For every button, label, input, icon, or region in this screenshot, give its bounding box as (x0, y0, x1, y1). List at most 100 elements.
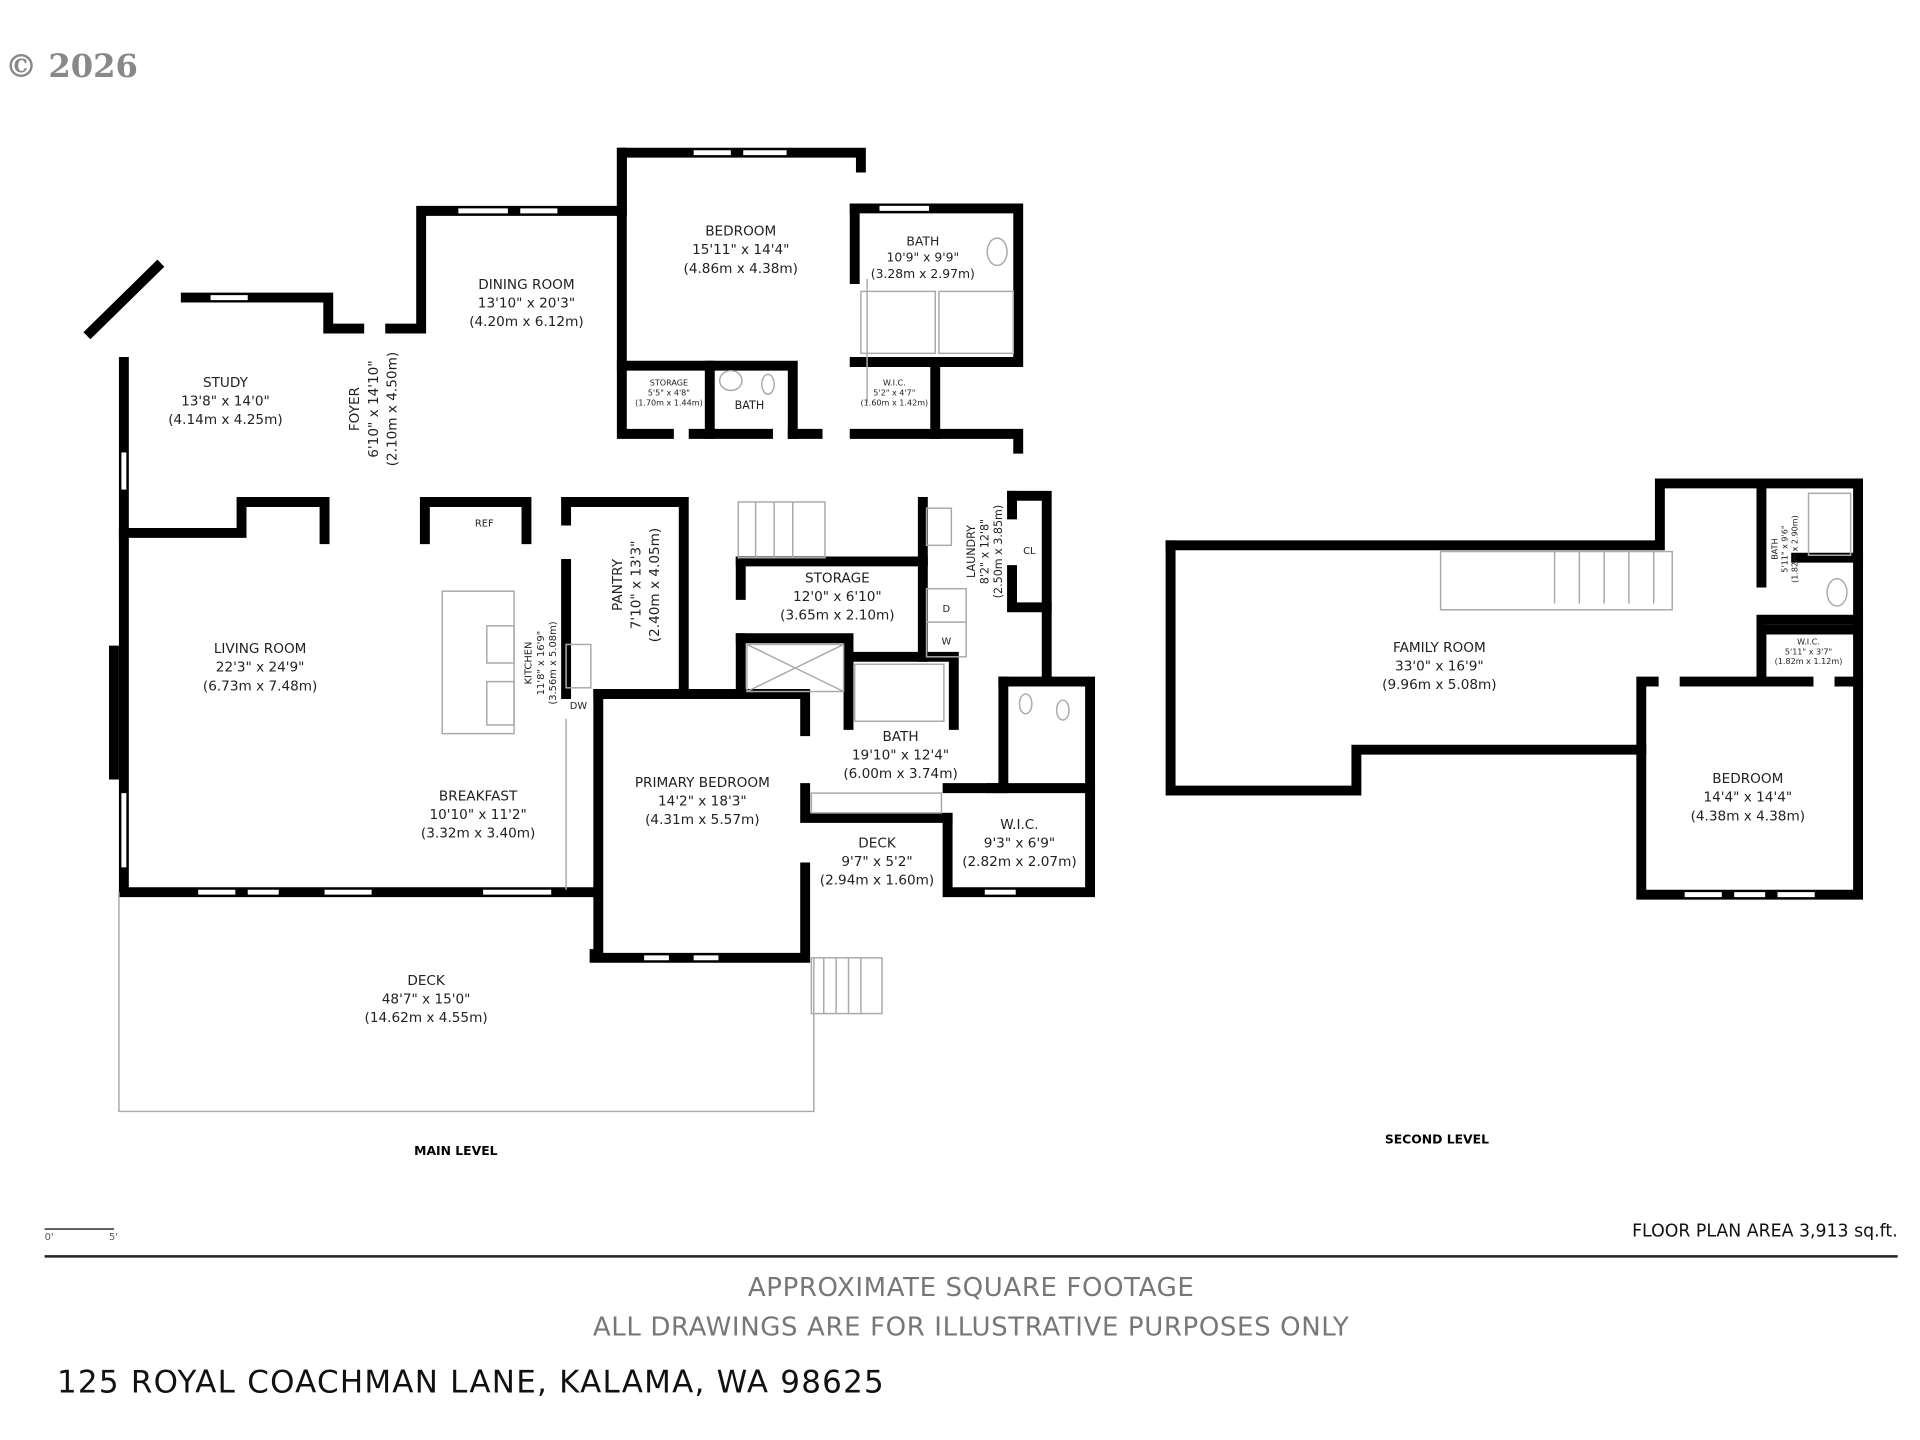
svg-text:5'5" x 4'8": 5'5" x 4'8" (648, 388, 690, 397)
svg-text:(4.20m x 6.12m): (4.20m x 6.12m) (469, 314, 583, 330)
svg-text:LAUNDRY: LAUNDRY (965, 525, 978, 578)
room-deck: DECK 48'7" x 15'0" (14.62m x 4.55m) (365, 973, 488, 1026)
svg-text:W.I.C.: W.I.C. (1797, 637, 1820, 646)
svg-text:BEDROOM: BEDROOM (705, 224, 776, 240)
room-wic-upper: W.I.C.5'2" x 4'7"(1.60m x 1.42m) (861, 379, 929, 408)
svg-text:DINING ROOM: DINING ROOM (478, 277, 574, 293)
svg-text:(2.94m x 1.60m): (2.94m x 1.60m) (820, 873, 934, 889)
svg-text:(6.00m x 3.74m): (6.00m x 3.74m) (843, 766, 957, 782)
svg-text:W.I.C.: W.I.C. (883, 379, 906, 388)
svg-text:FOYER: FOYER (347, 386, 363, 431)
room-bedroom-second: BEDROOM 14'4" x 14'4" (4.38m x 4.38m) (1691, 771, 1805, 824)
svg-text:(4.31m x 5.57m): (4.31m x 5.57m) (645, 812, 759, 828)
room-living: LIVING ROOM 22'3" x 24'9" (6.73m x 7.48m) (203, 641, 317, 694)
svg-text:(4.86m x 4.38m): (4.86m x 4.38m) (684, 261, 798, 277)
svg-text:48'7" x 15'0": 48'7" x 15'0" (382, 992, 471, 1008)
svg-text:(3.32m x 3.40m): (3.32m x 3.40m) (421, 826, 535, 842)
svg-text:(2.40m x 4.05m): (2.40m x 4.05m) (647, 528, 663, 642)
svg-text:(4.14m x 4.25m): (4.14m x 4.25m) (168, 412, 282, 428)
room-primary-bedroom: PRIMARY BEDROOM 14'2" x 18'3" (4.31m x 5.5… (635, 775, 770, 828)
svg-text:DECK: DECK (407, 973, 446, 989)
svg-text:(4.38m x 4.38m): (4.38m x 4.38m) (1691, 808, 1805, 824)
svg-text:9'3" x 6'9": 9'3" x 6'9" (984, 836, 1055, 852)
property-address: 125 ROYAL COACHMAN LANE, KALAMA, WA 9862… (57, 1365, 885, 1401)
svg-text:19'10" x 12'4": 19'10" x 12'4" (852, 748, 949, 764)
main-level-walls (83, 147, 1096, 963)
closet-label: CL (1023, 546, 1036, 557)
svg-text:5': 5' (109, 1232, 118, 1243)
second-level-label: SECOND LEVEL (1385, 1133, 1489, 1147)
svg-text:(1.60m x 1.42m): (1.60m x 1.42m) (861, 398, 929, 407)
svg-text:13'10" x 20'3": 13'10" x 20'3" (478, 296, 575, 312)
room-breakfast: BREAKFAST 10'10" x 11'2" (3.32m x 3.40m) (421, 789, 535, 842)
svg-text:10'10" x 11'2": 10'10" x 11'2" (429, 807, 526, 823)
copyright-watermark: © 2026 (5, 47, 138, 85)
svg-text:(1.82m x 1.12m): (1.82m x 1.12m) (1775, 657, 1843, 666)
svg-text:(3.56m x 5.08m): (3.56m x 5.08m) (548, 621, 559, 704)
second-level-walls (1165, 478, 1864, 900)
svg-text:BEDROOM: BEDROOM (1712, 771, 1783, 787)
svg-text:DECK: DECK (858, 836, 897, 852)
svg-text:PRIMARY BEDROOM: PRIMARY BEDROOM (635, 775, 770, 791)
svg-text:(3.65m x 2.10m): (3.65m x 2.10m) (780, 608, 894, 624)
room-deck-small: DECK 9'7" x 5'2" (2.94m x 1.60m) (820, 836, 934, 889)
svg-text:(2.50m x 3.85m): (2.50m x 3.85m) (992, 505, 1005, 599)
svg-text:(1.82m x 2.90m): (1.82m x 2.90m) (1790, 515, 1799, 583)
svg-text:8'2" x 12'8": 8'2" x 12'8" (978, 519, 991, 584)
svg-text:STUDY: STUDY (203, 375, 249, 391)
svg-text:12'0" x 6'10": 12'0" x 6'10" (793, 589, 882, 605)
svg-text:13'8" x 14'0": 13'8" x 14'0" (181, 393, 270, 409)
svg-text:LIVING ROOM: LIVING ROOM (214, 641, 307, 657)
disclaimer-line-2: ALL DRAWINGS ARE FOR ILLUSTRATIVE PURPOS… (593, 1313, 1350, 1343)
svg-text:9'7" x 5'2": 9'7" x 5'2" (841, 854, 912, 870)
dw-label: DW (570, 701, 588, 712)
svg-text:BATH: BATH (1771, 538, 1780, 559)
svg-text:W.I.C.: W.I.C. (1000, 817, 1038, 833)
disclaimer-line-1: APPROXIMATE SQUARE FOOTAGE (748, 1273, 1195, 1303)
svg-text:FAMILY ROOM: FAMILY ROOM (1393, 640, 1486, 656)
svg-text:STORAGE: STORAGE (805, 571, 870, 587)
main-level-fixtures (118, 237, 1070, 1113)
scale-bar: 0' 5' (45, 1228, 118, 1243)
main-level-label: MAIN LEVEL (414, 1144, 498, 1158)
svg-text:14'2" x 18'3": 14'2" x 18'3" (658, 793, 747, 809)
svg-text:14'4" x 14'4": 14'4" x 14'4" (1703, 790, 1792, 806)
svg-text:BATH: BATH (906, 235, 939, 249)
room-study: STUDY 13'8" x 14'0" (4.14m x 4.25m) (168, 375, 282, 428)
svg-text:(3.28m x 2.97m): (3.28m x 2.97m) (871, 267, 975, 281)
room-wic-second: W.I.C.5'11" x 3'7"(1.82m x 1.12m) (1775, 637, 1843, 666)
svg-text:5'2" x 4'7": 5'2" x 4'7" (873, 388, 915, 397)
svg-text:(2.10m x 4.50m): (2.10m x 4.50m) (384, 352, 400, 466)
svg-text:(14.62m x 4.55m): (14.62m x 4.55m) (365, 1010, 488, 1026)
room-wic-primary: W.I.C. 9'3" x 6'9" (2.82m x 2.07m) (962, 817, 1076, 870)
svg-text:(2.82m x 2.07m): (2.82m x 2.07m) (962, 854, 1076, 870)
dryer-label: D (943, 604, 951, 615)
svg-text:(9.96m x 5.08m): (9.96m x 5.08m) (1382, 677, 1496, 693)
svg-text:(6.73m x 7.48m): (6.73m x 7.48m) (203, 678, 317, 694)
svg-text:7'10" x 13'3": 7'10" x 13'3" (628, 541, 644, 630)
room-storage: STORAGE 12'0" x 6'10" (3.65m x 2.10m) (780, 571, 894, 624)
svg-text:6'10" x 14'10": 6'10" x 14'10" (366, 360, 382, 457)
washer-label: W (941, 636, 951, 647)
floor-plan-area: FLOOR PLAN AREA 3,913 sq.ft. (1632, 1222, 1898, 1242)
svg-text:5'11" x 9'6": 5'11" x 9'6" (1780, 525, 1789, 572)
svg-text:22'3" x 24'9": 22'3" x 24'9" (216, 660, 305, 676)
svg-text:0': 0' (45, 1232, 54, 1243)
room-dining: DINING ROOM 13'10" x 20'3" (4.20m x 6.12m) (469, 277, 583, 330)
svg-text:PANTRY: PANTRY (610, 558, 626, 611)
svg-text:33'0" x 16'9": 33'0" x 16'9" (1395, 658, 1484, 674)
svg-text:STORAGE: STORAGE (650, 379, 688, 388)
room-bath-small: BATH (735, 399, 765, 412)
svg-text:BREAKFAST: BREAKFAST (439, 789, 518, 805)
svg-text:KITCHEN: KITCHEN (523, 642, 534, 685)
